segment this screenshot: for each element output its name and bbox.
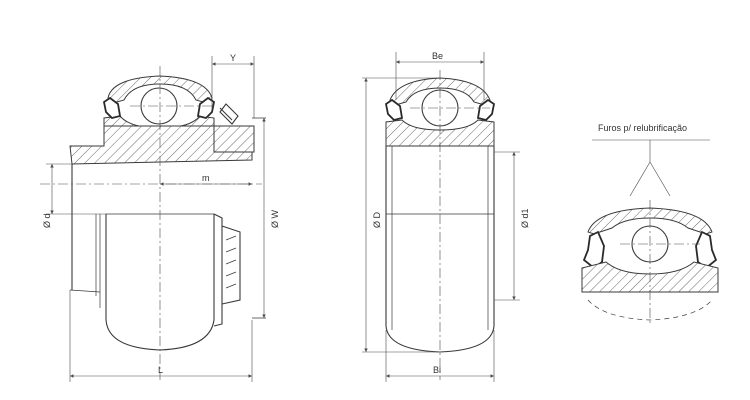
- left-seal-left: [102, 96, 122, 119]
- label-bi: Bi: [433, 365, 441, 375]
- left-lower-body: [71, 164, 215, 351]
- label-d1: Ø d1: [520, 208, 530, 228]
- label-w: Ø W: [270, 209, 280, 228]
- left-hub: [213, 213, 241, 327]
- left-seal-right: [196, 96, 216, 119]
- detail-lower-arc: [587, 299, 713, 321]
- detail-seal-left: [582, 230, 605, 270]
- label-y: Y: [230, 53, 236, 63]
- left-setscrew: [219, 103, 239, 125]
- label-m: m: [202, 173, 210, 183]
- mid-outer-ring: [389, 77, 491, 107]
- label-be: Be: [432, 51, 443, 61]
- left-collar: [213, 125, 255, 153]
- left-hub-teeth: [225, 235, 237, 289]
- mid-body: [385, 146, 495, 353]
- label-big-d: Ø D: [372, 211, 382, 228]
- label-l: L: [158, 365, 163, 375]
- right-detail-relubrication: Furos p/ relubrificação: [581, 123, 719, 326]
- relubrication-note: Furos p/ relubrificação: [598, 123, 687, 133]
- detail-seal-right: [695, 230, 718, 270]
- mid-seal-left: [384, 98, 404, 121]
- left-lower-inner: [95, 213, 214, 308]
- label-d: Ø d: [42, 213, 52, 228]
- left-ball: [140, 87, 178, 125]
- left-view-insert-bearing: Y m Ø d Ø W L: [40, 53, 280, 382]
- mid-seal-right: [476, 98, 496, 121]
- middle-view-bearing-insert: Be Ø D Ø d1 Bi: [362, 51, 530, 382]
- note-arrows: [629, 140, 671, 197]
